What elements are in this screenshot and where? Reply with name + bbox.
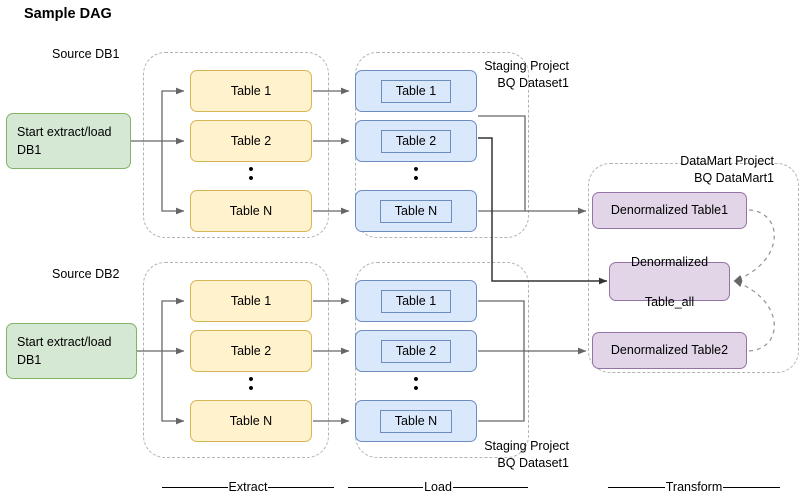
load-bottom-table-2-label: Table 2 — [380, 339, 452, 363]
start-extract-load-db1-top[interactable]: Start extract/load DB1 — [6, 113, 131, 169]
label-source-db2: Source DB2 — [52, 267, 120, 281]
load-top-table-1-label: Table 1 — [380, 79, 452, 103]
extract-top-table-n[interactable]: Table N — [190, 190, 312, 232]
load-bottom-table-2[interactable]: Table 2 — [355, 330, 477, 372]
load-bottom-table-n-label: Table N — [379, 409, 453, 433]
ellipsis-dot: • — [413, 371, 419, 388]
load-bottom-table-1-label: Table 1 — [380, 289, 452, 313]
load-bottom-table-n[interactable]: Table N — [355, 400, 477, 442]
extract-bottom-table-1[interactable]: Table 1 — [190, 280, 312, 322]
phase-extract-rail-left — [162, 486, 228, 488]
extract-top-table-2[interactable]: Table 2 — [190, 120, 312, 162]
load-top-table-1[interactable]: Table 1 — [355, 70, 477, 112]
ellipsis-dot: • — [413, 161, 419, 178]
load-top-ellipsis: • • — [409, 161, 423, 187]
denormalized-table1[interactable]: Denormalized Table1 — [592, 192, 747, 229]
group-source-db2-extract — [143, 262, 329, 458]
load-bottom-ellipsis: • • — [409, 371, 423, 397]
ellipsis-dot: • — [248, 380, 254, 397]
load-bottom-table-1[interactable]: Table 1 — [355, 280, 477, 322]
load-top-table-n-label: Table N — [379, 199, 453, 223]
phase-extract-rail-right — [268, 486, 334, 488]
ellipsis-dot: • — [248, 170, 254, 187]
phase-extract-label: Extract — [228, 480, 268, 494]
phase-load-label: Load — [424, 480, 452, 494]
extract-bottom-table-n[interactable]: Table N — [190, 400, 312, 442]
phase-transform-label: Transform — [665, 480, 723, 494]
denormalized-table2[interactable]: Denormalized Table2 — [592, 332, 747, 369]
extract-bottom-ellipsis: • • — [244, 371, 258, 397]
phase-load: Load — [348, 480, 528, 494]
extract-top-ellipsis: • • — [244, 161, 258, 187]
label-datamart-project: DataMart Project BQ DataMart1 — [680, 154, 774, 185]
ellipsis-dot: • — [413, 170, 419, 187]
phase-load-rail-right — [452, 486, 528, 488]
extract-bottom-table-2[interactable]: Table 2 — [190, 330, 312, 372]
label-staging-project-bottom: Staging Project BQ Dataset1 — [484, 439, 569, 470]
load-top-table-2-label: Table 2 — [380, 129, 452, 153]
start-extract-load-db1-bottom[interactable]: Start extract/load DB1 — [6, 323, 137, 379]
extract-top-table-1[interactable]: Table 1 — [190, 70, 312, 112]
load-top-table-n[interactable]: Table N — [355, 190, 477, 232]
ellipsis-dot: • — [248, 161, 254, 178]
page-title: Sample DAG — [24, 6, 112, 22]
phase-load-rail-left — [348, 486, 424, 488]
load-top-table-2[interactable]: Table 2 — [355, 120, 477, 162]
ellipsis-dot: • — [248, 371, 254, 388]
phase-extract: Extract — [162, 480, 334, 494]
phase-transform: Transform — [608, 480, 780, 494]
group-source-db1-extract — [143, 52, 329, 238]
label-source-db1: Source DB1 — [52, 47, 120, 61]
phase-transform-rail-right — [723, 486, 780, 488]
label-staging-project-top: Staging Project BQ Dataset1 — [484, 59, 569, 90]
denormalized-table-all[interactable]: Denormalized Table_all — [609, 255, 730, 309]
ellipsis-dot: • — [413, 380, 419, 397]
phase-transform-rail-left — [608, 486, 665, 488]
